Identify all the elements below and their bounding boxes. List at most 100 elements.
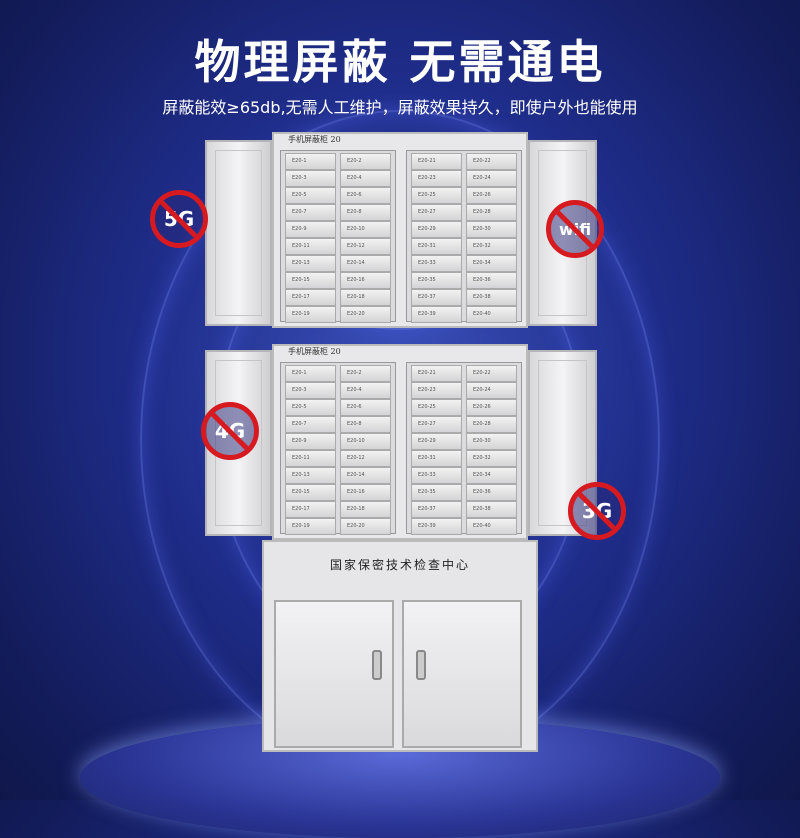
drawer[interactable]: E20-8 — [340, 416, 391, 433]
drawer[interactable]: E20-33 — [411, 255, 462, 272]
drawer[interactable]: E20-21 — [411, 365, 462, 382]
drawer[interactable]: E20-12 — [340, 238, 391, 255]
drawer[interactable]: E20-20 — [340, 518, 391, 535]
door-left-top — [205, 140, 272, 326]
no-5g-badge: 5G — [150, 190, 208, 248]
drawer[interactable]: E20-20 — [340, 306, 391, 323]
drawer[interactable]: E20-5 — [285, 187, 336, 204]
drawer[interactable]: E20-34 — [466, 255, 517, 272]
drawer[interactable]: E20-14 — [340, 255, 391, 272]
drawer[interactable]: E20-4 — [340, 170, 391, 187]
drawer[interactable]: E20-3 — [285, 382, 336, 399]
drawer[interactable]: E20-17 — [285, 289, 336, 306]
drawer[interactable]: E20-13 — [285, 467, 336, 484]
drawer[interactable]: E20-15 — [285, 272, 336, 289]
drawer[interactable]: E20-38 — [466, 501, 517, 518]
drawer[interactable]: E20-33 — [411, 467, 462, 484]
drawer[interactable]: E20-37 — [411, 289, 462, 306]
drawer[interactable]: E20-34 — [466, 467, 517, 484]
drawer[interactable]: E20-27 — [411, 204, 462, 221]
cabinet-base: 国家保密技术检查中心 — [262, 540, 538, 752]
drawer[interactable]: E20-28 — [466, 416, 517, 433]
subheadline: 屏蔽能效≥65db,无需人工维护，屏蔽效果持久，即使户外也能使用 — [162, 98, 638, 117]
drawer[interactable]: E20-9 — [285, 221, 336, 238]
drawer[interactable]: E20-18 — [340, 289, 391, 306]
drawer[interactable]: E20-35 — [411, 272, 462, 289]
drawer[interactable]: E20-8 — [340, 204, 391, 221]
drawer[interactable]: E20-10 — [340, 221, 391, 238]
drawer[interactable]: E20-7 — [285, 204, 336, 221]
drawer[interactable]: E20-24 — [466, 382, 517, 399]
drawer[interactable]: E20-1 — [285, 153, 336, 170]
drawer[interactable]: E20-30 — [466, 433, 517, 450]
drawer[interactable]: E20-9 — [285, 433, 336, 450]
drawer[interactable]: E20-39 — [411, 306, 462, 323]
drawer[interactable]: E20-32 — [466, 450, 517, 467]
drawer[interactable]: E20-16 — [340, 484, 391, 501]
drawer[interactable]: E20-12 — [340, 450, 391, 467]
drawer[interactable]: E20-17 — [285, 501, 336, 518]
drawer[interactable]: E20-30 — [466, 221, 517, 238]
drawer[interactable]: E20-25 — [411, 187, 462, 204]
drawer[interactable]: E20-18 — [340, 501, 391, 518]
drawer[interactable]: E20-27 — [411, 416, 462, 433]
drawer[interactable]: E20-5 — [285, 399, 336, 416]
no-3g-badge: 3G — [568, 482, 626, 540]
drawer[interactable]: E20-1 — [285, 365, 336, 382]
drawer[interactable]: E20-14 — [340, 467, 391, 484]
drawer[interactable]: E20-32 — [466, 238, 517, 255]
drawer[interactable]: E20-29 — [411, 221, 462, 238]
drawer[interactable]: E20-25 — [411, 399, 462, 416]
drawer[interactable]: E20-21 — [411, 153, 462, 170]
drawer[interactable]: E20-6 — [340, 399, 391, 416]
drawer[interactable]: E20-26 — [466, 187, 517, 204]
drawer[interactable]: E20-4 — [340, 382, 391, 399]
drawer[interactable]: E20-36 — [466, 484, 517, 501]
drawer[interactable]: E20-11 — [285, 238, 336, 255]
drawer[interactable]: E20-29 — [411, 433, 462, 450]
drawer[interactable]: E20-35 — [411, 484, 462, 501]
drawer[interactable]: E20-40 — [466, 306, 517, 323]
drawer[interactable]: E20-16 — [340, 272, 391, 289]
base-door-right — [402, 600, 522, 748]
base-label: 国家保密技术检查中心 — [329, 558, 470, 572]
drawer[interactable]: E20-23 — [411, 382, 462, 399]
base-door-left — [274, 600, 394, 748]
drawer[interactable]: E20-31 — [411, 238, 462, 255]
drawer[interactable]: E20-36 — [466, 272, 517, 289]
drawer[interactable]: E20-23 — [411, 170, 462, 187]
drawer[interactable]: E20-37 — [411, 501, 462, 518]
drawer[interactable]: E20-15 — [285, 484, 336, 501]
drawer[interactable]: E20-2 — [340, 153, 391, 170]
drawer[interactable]: E20-31 — [411, 450, 462, 467]
no-wifi-badge: wifi — [546, 200, 604, 258]
drawer[interactable]: E20-6 — [340, 187, 391, 204]
unit-label: 手机屏蔽柜 20 — [288, 135, 341, 144]
drawer[interactable]: E20-40 — [466, 518, 517, 535]
drawer[interactable]: E20-10 — [340, 433, 391, 450]
drawer[interactable]: E20-26 — [466, 399, 517, 416]
drawer[interactable]: E20-3 — [285, 170, 336, 187]
drawer[interactable]: E20-22 — [466, 365, 517, 382]
drawer[interactable]: E20-19 — [285, 518, 336, 535]
headline: 物理屏蔽 无需通电 — [194, 35, 606, 89]
drawer[interactable]: E20-13 — [285, 255, 336, 272]
drawer[interactable]: E20-19 — [285, 306, 336, 323]
drawer[interactable]: E20-22 — [466, 153, 517, 170]
drawer[interactable]: E20-11 — [285, 450, 336, 467]
drawer[interactable]: E20-38 — [466, 289, 517, 306]
drawer[interactable]: E20-39 — [411, 518, 462, 535]
drawer[interactable]: E20-24 — [466, 170, 517, 187]
drawer[interactable]: E20-28 — [466, 204, 517, 221]
no-4g-badge: 4G — [201, 402, 259, 460]
unit-label: 手机屏蔽柜 20 — [288, 347, 341, 356]
drawer[interactable]: E20-7 — [285, 416, 336, 433]
handle-icon — [372, 650, 382, 680]
drawer[interactable]: E20-2 — [340, 365, 391, 382]
